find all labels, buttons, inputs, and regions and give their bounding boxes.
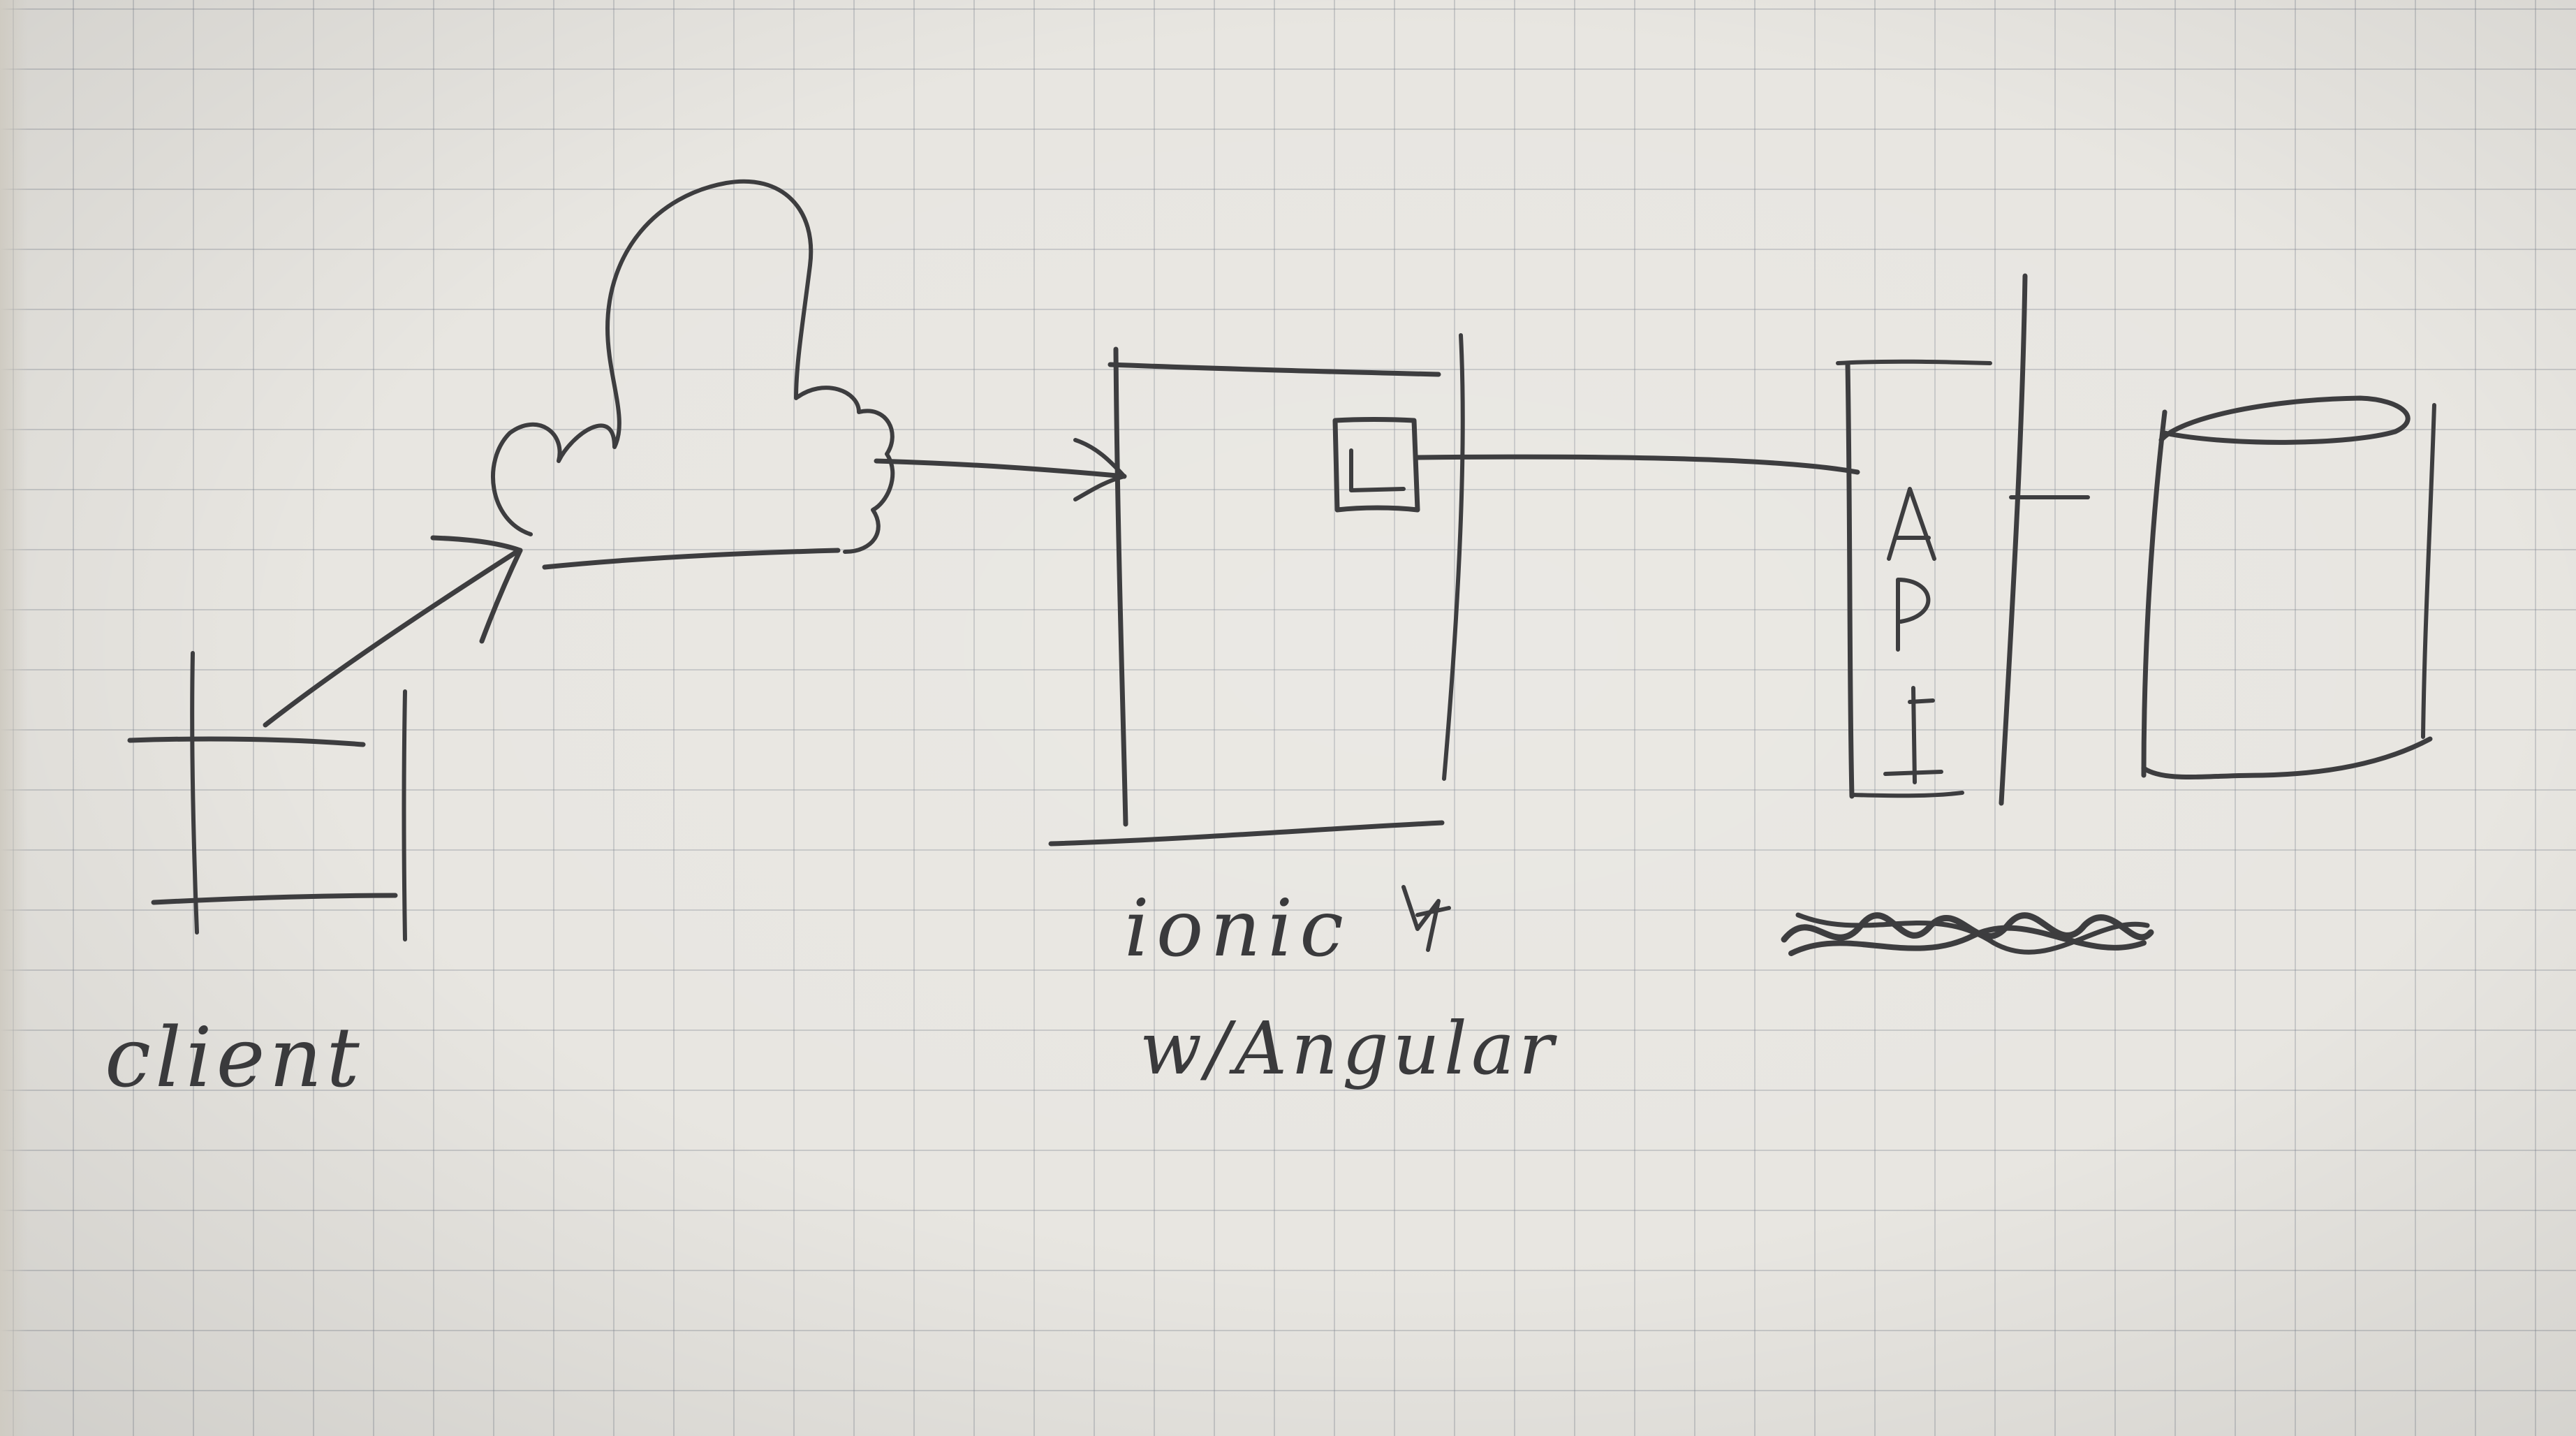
app-service-square (1332, 417, 1420, 513)
client-box (127, 651, 407, 942)
cloud-shape (491, 179, 895, 570)
database-cylinder (2141, 395, 2436, 779)
ionic-label: ionic (1124, 884, 1350, 974)
notebook-binding-edge (0, 0, 28, 1436)
client-label: client (105, 1009, 364, 1106)
ionic-mark-scribble (1401, 885, 1451, 952)
client-to-cloud-arrow (263, 535, 523, 728)
ionic-app-box (1048, 333, 1465, 847)
api-column (1836, 273, 2090, 806)
app-to-api-connector (1415, 454, 1860, 475)
crossed-out-word (1781, 912, 2154, 956)
cloud-to-app-arrow (874, 438, 1127, 501)
angular-label: w/Angular (1140, 1006, 1558, 1091)
